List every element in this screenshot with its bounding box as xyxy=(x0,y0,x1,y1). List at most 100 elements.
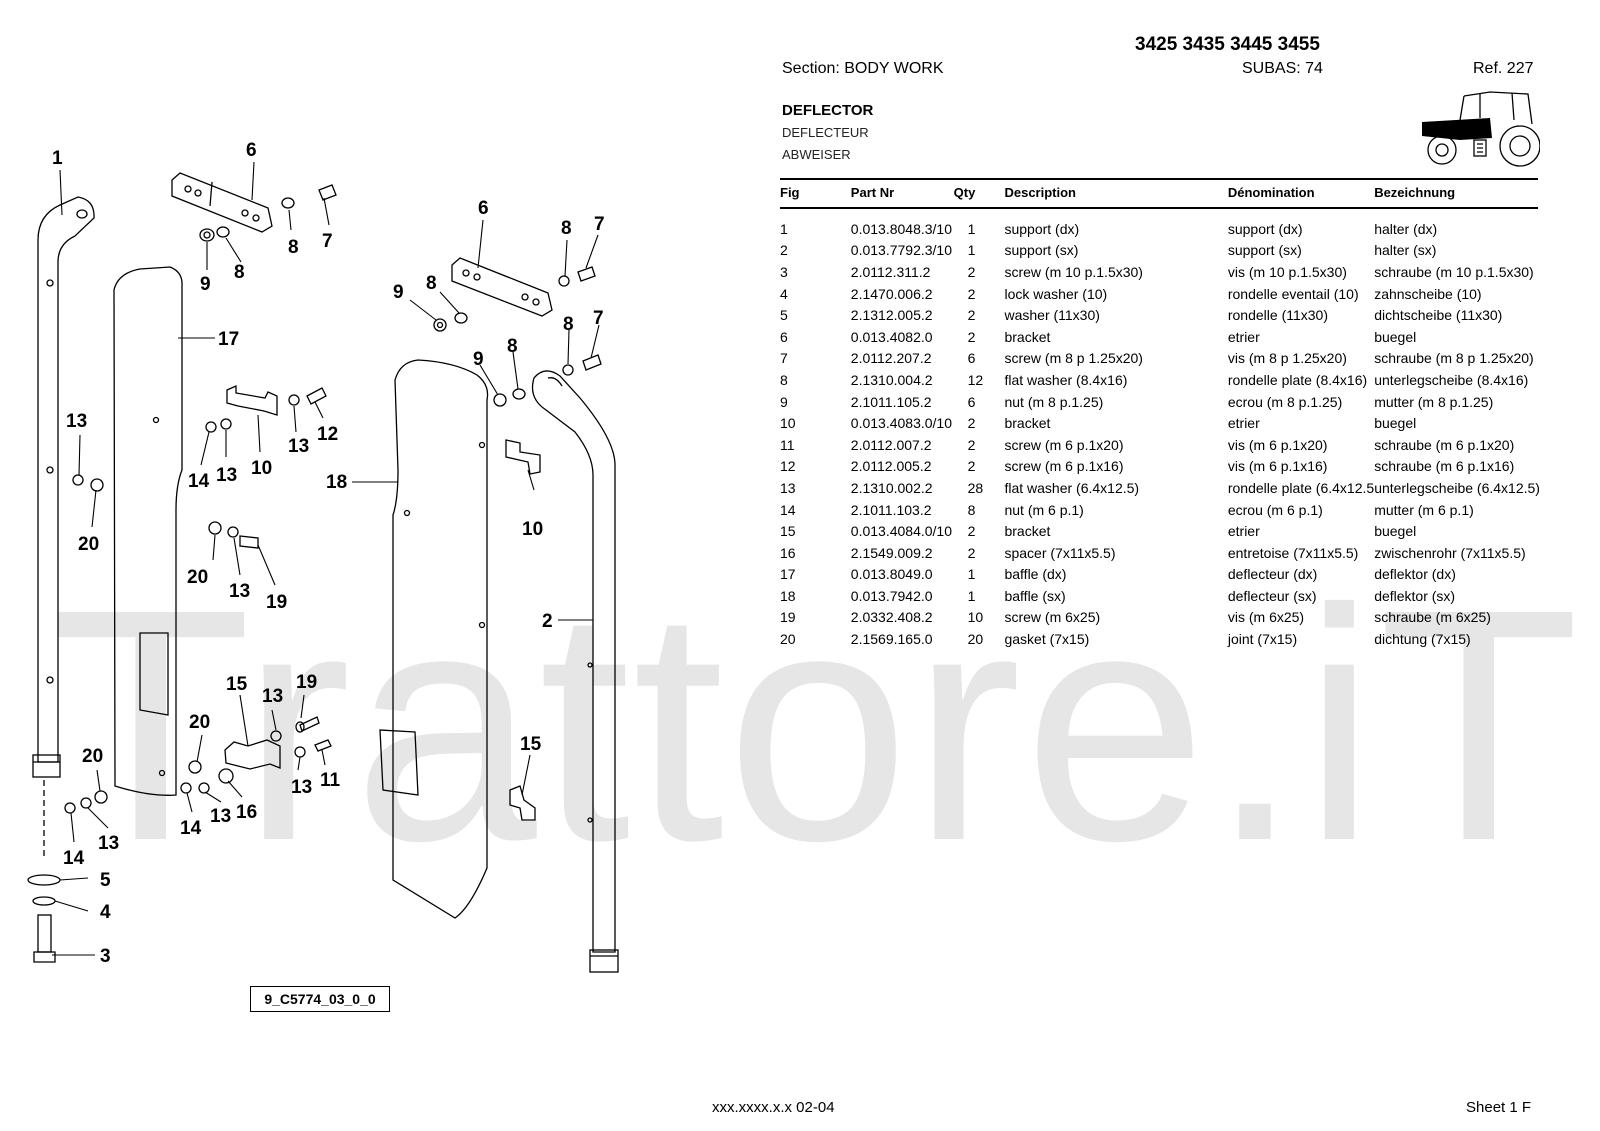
cell-description: bracket xyxy=(1004,328,1051,345)
callout-8: 8 xyxy=(563,314,574,335)
cell-denomination: entretoise (7x11x5.5) xyxy=(1227,544,1359,561)
title-german: ABWEISER xyxy=(782,147,851,162)
col-part-nr: Part Nr xyxy=(850,184,895,200)
cell-description: screw (m 8 p 1.25x20) xyxy=(1004,350,1143,367)
cell-denomination: ecrou (m 6 p.1) xyxy=(1227,501,1323,518)
cell-bezeichnung: dichtung (7x15) xyxy=(1374,631,1471,648)
callout-15: 15 xyxy=(520,734,542,755)
cell-part-nr: 0.013.4082.0 xyxy=(850,328,933,345)
cell-part-nr: 0.013.4083.0/10 xyxy=(850,415,953,432)
cell-description: screw (m 6 p.1x20) xyxy=(1004,436,1124,453)
callout-8: 8 xyxy=(561,218,572,239)
cell-denomination: support (dx) xyxy=(1227,220,1303,237)
cell-bezeichnung: buegel xyxy=(1374,523,1417,540)
cell-bezeichnung: zwischenrohr (7x11x5.5) xyxy=(1374,544,1526,561)
callout-13: 13 xyxy=(291,777,312,798)
callout-1: 1 xyxy=(52,148,63,169)
cell-denomination: vis (m 6 p.1x20) xyxy=(1227,436,1328,453)
cell-denomination: vis (m 8 p 1.25x20) xyxy=(1227,350,1347,367)
cell-bezeichnung: deflektor (dx) xyxy=(1374,566,1456,583)
cell-fig: 15 xyxy=(780,523,796,540)
cell-qty: 2 xyxy=(967,307,976,324)
callout-13: 13 xyxy=(216,465,237,486)
col-fig: Fig xyxy=(780,184,800,200)
callout-19: 19 xyxy=(266,592,287,613)
cell-denomination: rondelle eventail (10) xyxy=(1227,285,1359,302)
cell-bezeichnung: zahnscheibe (10) xyxy=(1374,285,1482,302)
cell-bezeichnung: mutter (m 6 p.1) xyxy=(1374,501,1474,518)
callout-7: 7 xyxy=(593,308,604,329)
baffle-sx-part xyxy=(392,359,489,919)
cell-fig: 12 xyxy=(780,458,796,475)
col-denomination: Dénomination xyxy=(1227,184,1315,200)
callout-13: 13 xyxy=(229,581,250,602)
cell-bezeichnung: dichtscheibe (11x30) xyxy=(1374,307,1503,324)
cell-part-nr: 2.0112.007.2 xyxy=(850,436,932,453)
cell-description: nut (m 8 p.1.25) xyxy=(1004,393,1104,410)
cell-fig: 17 xyxy=(780,566,796,583)
callout-7: 7 xyxy=(594,214,605,235)
figure-code: 9_C5774_03_0_0 xyxy=(250,986,390,1012)
cell-fig: 11 xyxy=(780,436,795,453)
cell-part-nr: 2.1312.005.2 xyxy=(850,307,933,324)
callout-20: 20 xyxy=(82,746,103,767)
callout-20: 20 xyxy=(187,567,208,588)
callout-12: 12 xyxy=(317,424,338,445)
cell-bezeichnung: unterlegscheibe (8.4x16) xyxy=(1374,371,1529,388)
callout-14: 14 xyxy=(63,848,85,869)
callout-3: 3 xyxy=(100,946,111,967)
cell-qty: 8 xyxy=(967,501,976,518)
cell-fig: 7 xyxy=(780,350,788,367)
cell-qty: 2 xyxy=(967,415,976,432)
cell-qty: 2 xyxy=(967,285,976,302)
cell-fig: 8 xyxy=(780,371,788,388)
callout-13: 13 xyxy=(98,833,119,854)
cell-description: gasket (7x15) xyxy=(1004,631,1090,648)
cell-denomination: vis (m 6 p.1x16) xyxy=(1227,458,1328,475)
cell-description: bracket xyxy=(1004,415,1051,432)
cell-part-nr: 0.013.7942.0 xyxy=(850,587,933,604)
cell-fig: 4 xyxy=(780,285,788,302)
cell-description: flat washer (8.4x16) xyxy=(1004,371,1128,388)
callout-7: 7 xyxy=(322,231,333,252)
cell-fig: 18 xyxy=(780,587,796,604)
cell-fig: 13 xyxy=(780,479,796,496)
cell-fig: 9 xyxy=(780,393,788,410)
callout-8: 8 xyxy=(234,262,245,283)
cell-qty: 2 xyxy=(967,544,976,561)
cell-denomination: rondelle (11x30) xyxy=(1227,307,1328,324)
title-french: DEFLECTEUR xyxy=(782,125,869,140)
cell-description: bracket xyxy=(1004,523,1051,540)
callout-11: 11 xyxy=(320,770,341,791)
cell-description: baffle (dx) xyxy=(1004,566,1067,583)
cell-qty: 2 xyxy=(967,263,976,280)
cell-part-nr: 0.013.8049.0 xyxy=(850,566,933,583)
callout-4: 4 xyxy=(100,902,111,923)
cell-description: support (dx) xyxy=(1004,220,1080,237)
bracket-6-right xyxy=(451,257,553,317)
cell-part-nr: 2.0112.311.2 xyxy=(850,263,931,280)
cell-bezeichnung: schraube (m 8 p 1.25x20) xyxy=(1374,350,1534,367)
cell-fig: 3 xyxy=(780,263,788,280)
cell-description: flat washer (6.4x12.5) xyxy=(1004,479,1140,496)
cell-fig: 16 xyxy=(780,544,796,561)
callout-9: 9 xyxy=(200,274,211,295)
cell-qty: 1 xyxy=(967,587,976,604)
cell-bezeichnung: halter (sx) xyxy=(1374,242,1437,259)
cell-qty: 2 xyxy=(967,458,976,475)
callout-20: 20 xyxy=(78,534,99,555)
cell-fig: 5 xyxy=(780,307,788,324)
cell-qty: 12 xyxy=(967,371,984,388)
col-description: Description xyxy=(1004,184,1076,200)
model-numbers: 3425 3435 3445 3455 xyxy=(1135,34,1320,55)
